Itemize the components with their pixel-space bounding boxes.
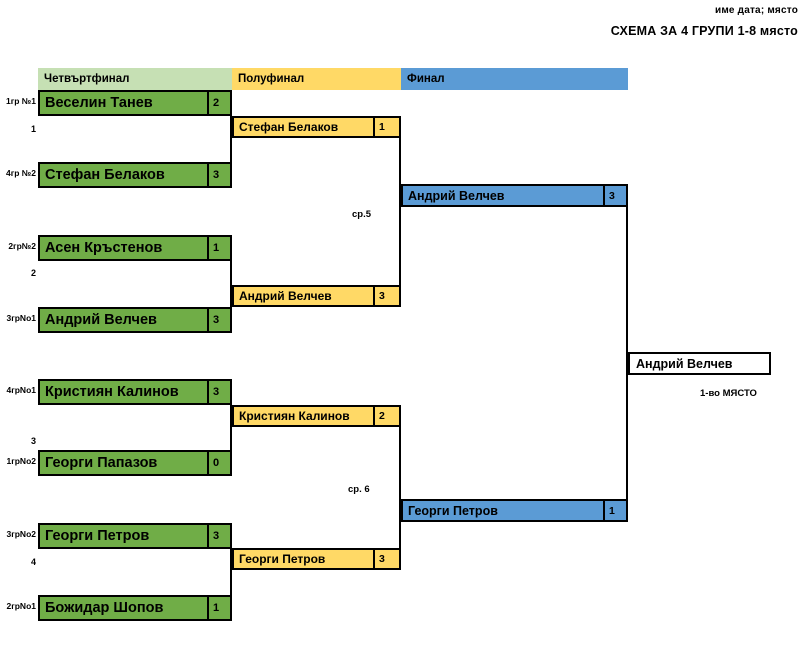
seed-label-qf-4: 3грNo1 (6, 313, 36, 323)
seed-label-qf-7: 3грNo2 (6, 529, 36, 539)
semifinal-note-2: ср. 6 (348, 484, 370, 495)
player-score: 3 (603, 186, 626, 205)
player-name: Божидар Шопов (45, 600, 164, 616)
player-score: 3 (207, 309, 230, 331)
quarterfinal-slot-7[interactable]: Георги Петров 3 (38, 523, 232, 549)
player-name: Андрий Велчев (239, 289, 332, 303)
seed-label-qf-3: 2гр№2 (8, 241, 36, 251)
player-score: 3 (207, 381, 230, 403)
player-name: Кристиян Калинов (239, 409, 350, 423)
player-name: Георги Папазов (45, 455, 158, 471)
semifinal-note-1: ср.5 (352, 209, 372, 220)
player-name: Стефан Белаков (45, 167, 165, 183)
first-place-label: 1-во МЯСТО (700, 388, 757, 399)
semifinal-slot-2[interactable]: Андрий Велчев 3 (232, 285, 401, 307)
seed-label-qf-1: 1гр №1 (5, 96, 36, 106)
quarterfinal-slot-8[interactable]: Божидар Шопов 1 (38, 595, 232, 621)
seed-label-qf-5: 4грNo1 (6, 385, 36, 395)
player-name: Андрий Велчев (45, 312, 157, 328)
player-name: Георги Петров (408, 503, 498, 518)
player-score: 1 (373, 118, 399, 136)
player-score: 1 (207, 237, 230, 259)
player-name: Кристиян Калинов (45, 384, 179, 400)
player-score: 1 (207, 597, 230, 619)
player-name: Стефан Белаков (239, 120, 339, 134)
player-score: 0 (207, 452, 230, 474)
player-score: 3 (373, 287, 399, 305)
player-score: 3 (373, 550, 399, 568)
quarterfinal-slot-1[interactable]: Веселин Танев 2 (38, 90, 232, 116)
player-score: 3 (207, 164, 230, 186)
bracket-connector-sf-1 (399, 138, 401, 285)
bracket-connector-qf-2 (230, 259, 232, 309)
round-header-quarterfinal: Четвъртфинал (38, 68, 232, 90)
player-name: Андрий Велчев (408, 188, 505, 203)
player-name: Веселин Танев (45, 95, 153, 111)
seed-label-qf-6: 1грNo2 (6, 456, 36, 466)
semifinal-slot-3[interactable]: Кристиян Калинов 2 (232, 405, 401, 427)
player-score: 3 (207, 525, 230, 547)
quarterfinal-slot-5[interactable]: Кристиян Калинов 3 (38, 379, 232, 405)
champion-name: Андрий Велчев (636, 356, 733, 371)
bracket-connector-qf-4 (230, 547, 232, 597)
final-slot-2[interactable]: Георги Петров 1 (401, 499, 628, 522)
quarterfinal-slot-3[interactable]: Асен Кръстенов 1 (38, 235, 232, 261)
match-index-1: 1 (31, 124, 37, 134)
champion-box[interactable]: Андрий Велчев (628, 352, 771, 375)
match-index-2: 2 (31, 268, 37, 278)
bracket-connector-qf-1 (230, 114, 232, 164)
player-score: 2 (207, 92, 230, 114)
quarterfinal-slot-2[interactable]: Стефан Белаков 3 (38, 162, 232, 188)
title-caption: СХЕМА ЗА 4 ГРУПИ 1-8 място (610, 24, 798, 38)
bracket-connector-sf-2 (399, 427, 401, 548)
quarterfinal-slot-4[interactable]: Андрий Велчев 3 (38, 307, 232, 333)
round-header-final: Финал (401, 68, 628, 90)
match-index-3: 3 (31, 436, 37, 446)
player-name: Георги Петров (239, 552, 326, 566)
player-score: 1 (603, 501, 626, 520)
player-name: Георги Петров (45, 528, 150, 544)
quarterfinal-slot-6[interactable]: Георги Папазов 0 (38, 450, 232, 476)
final-slot-1[interactable]: Андрий Велчев 3 (401, 184, 628, 207)
bracket-connector-qf-3 (230, 403, 232, 452)
player-score: 2 (373, 407, 399, 425)
bracket-connector-final (626, 207, 628, 499)
seed-label-qf-2: 4гр №2 (5, 168, 36, 178)
round-header-semifinal: Полуфинал (232, 68, 401, 90)
player-name: Асен Кръстенов (45, 240, 163, 256)
match-index-4: 4 (31, 557, 37, 567)
semifinal-slot-1[interactable]: Стефан Белаков 1 (232, 116, 401, 138)
meta-caption: име дата; място (714, 5, 798, 16)
seed-label-qf-8: 2грNo1 (6, 601, 36, 611)
semifinal-slot-4[interactable]: Георги Петров 3 (232, 548, 401, 570)
